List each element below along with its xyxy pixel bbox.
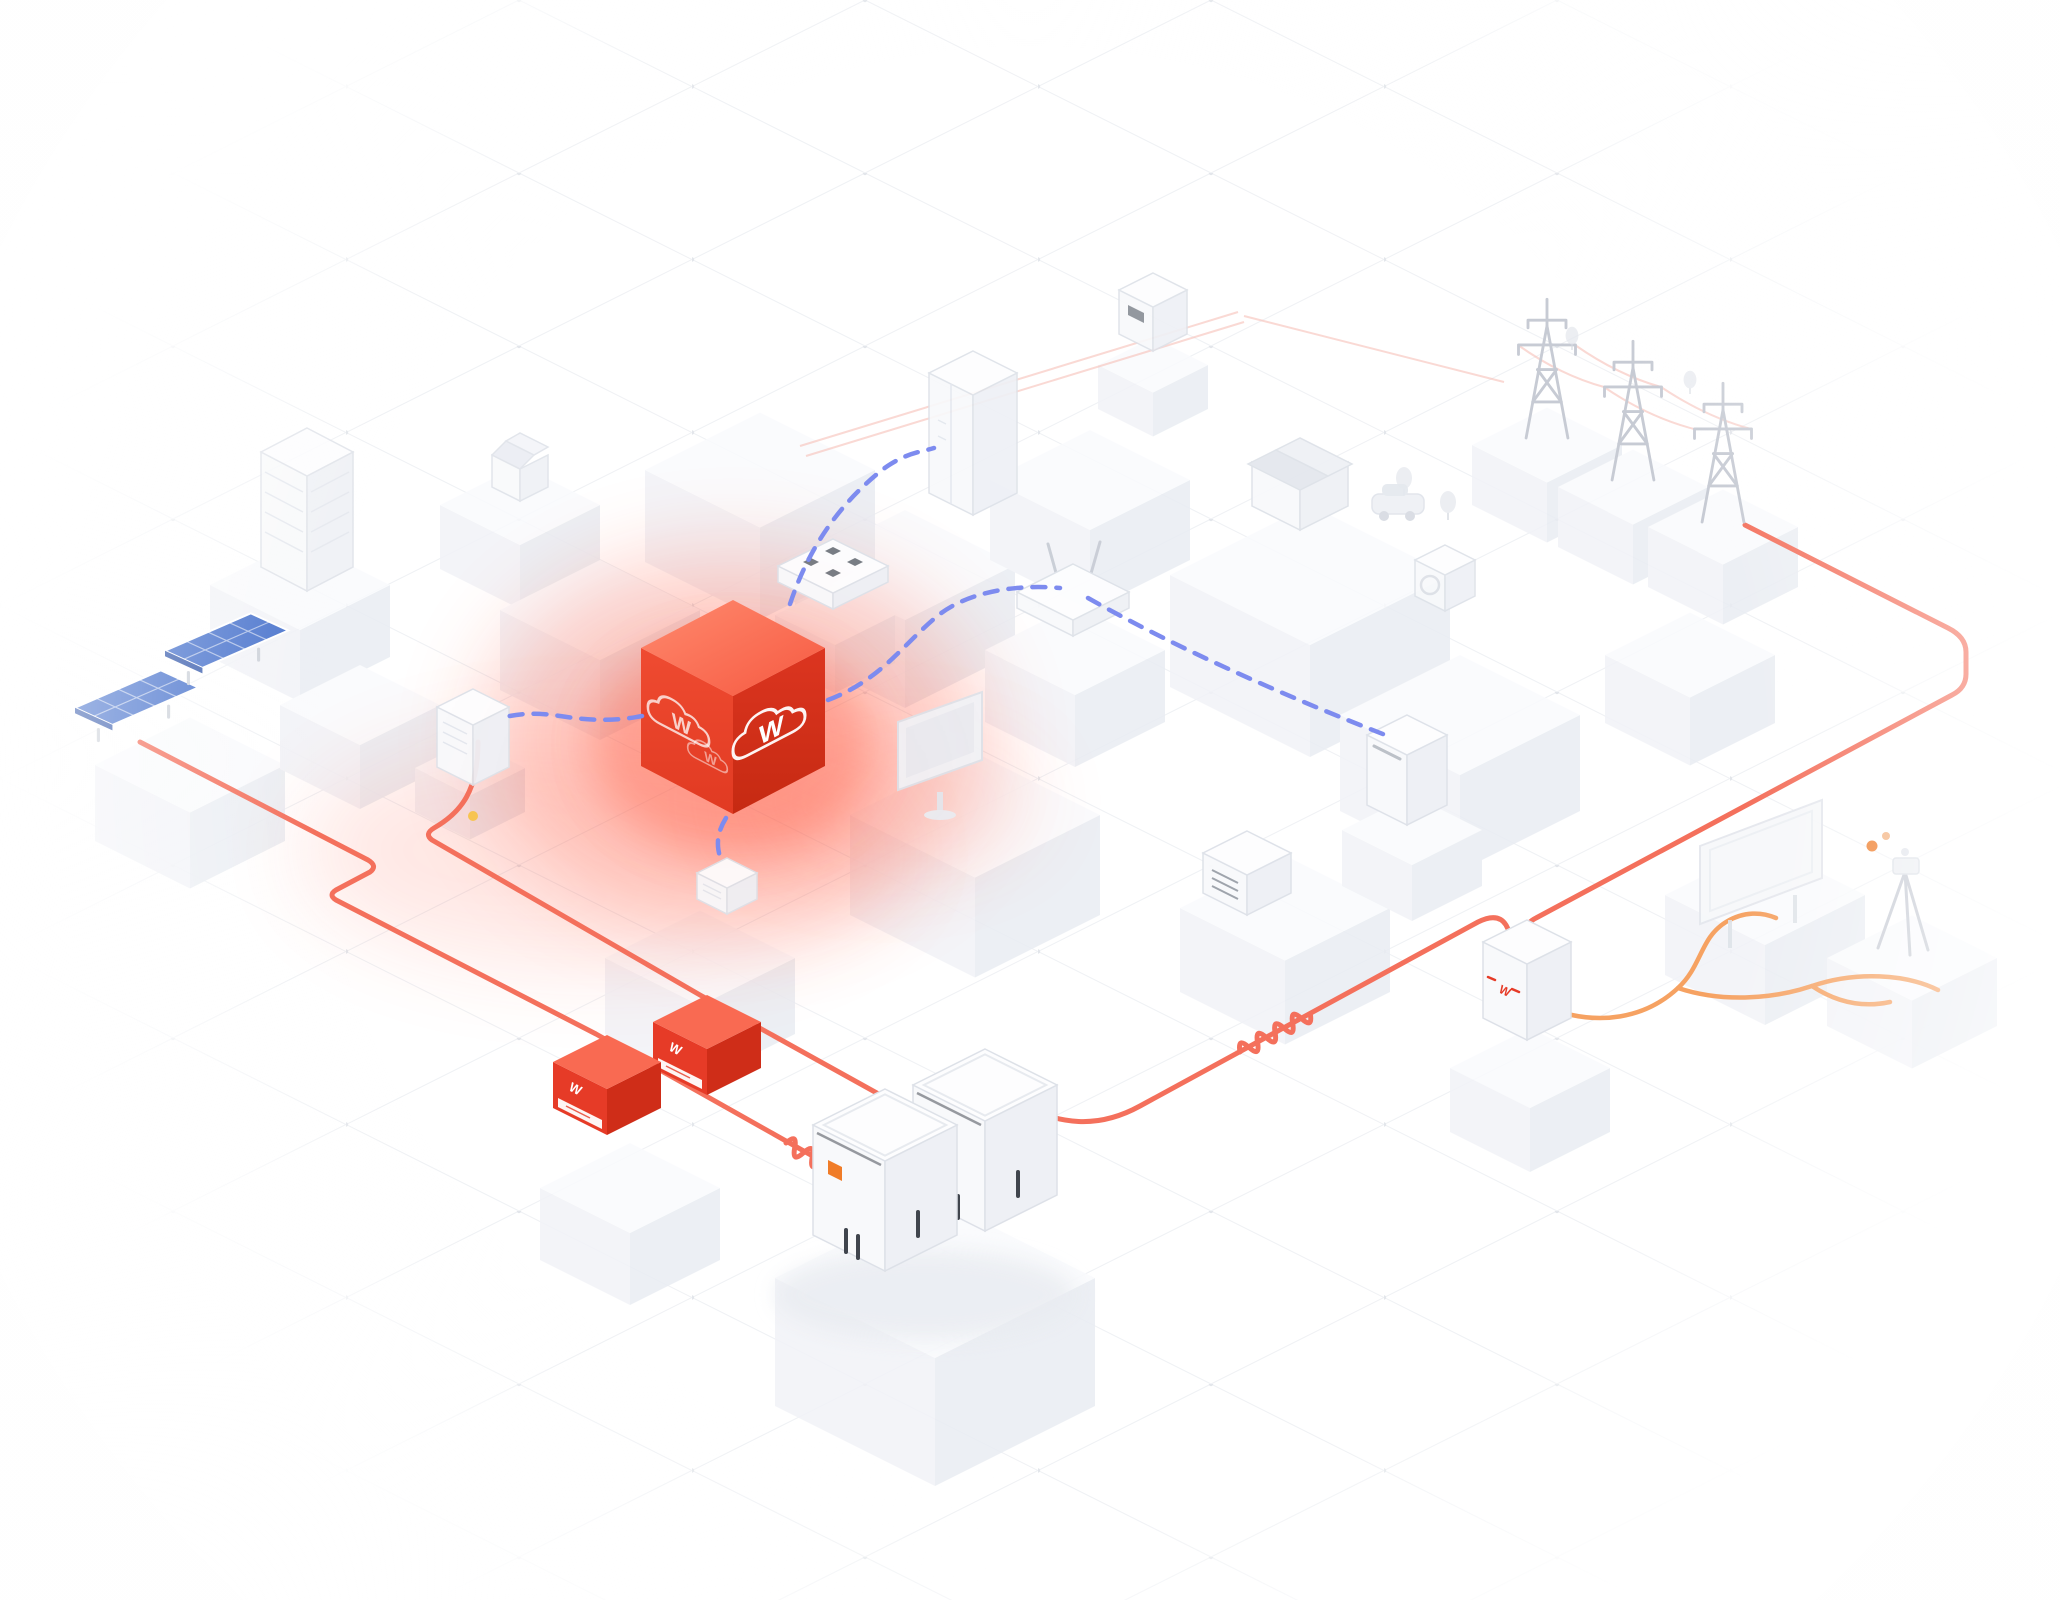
home-battery-1 bbox=[811, 1088, 959, 1273]
marker-dot bbox=[1866, 840, 1878, 852]
battery-shadow bbox=[775, 1250, 1075, 1340]
server-cabinet bbox=[435, 688, 511, 787]
node-dot bbox=[468, 811, 478, 821]
refrigerator bbox=[927, 350, 1019, 517]
marker-dot bbox=[1882, 832, 1890, 840]
office-building bbox=[259, 427, 355, 593]
hybrid-inverter: W bbox=[1481, 919, 1573, 1042]
smart-meter bbox=[1117, 272, 1189, 353]
heat-pump bbox=[1413, 544, 1477, 613]
